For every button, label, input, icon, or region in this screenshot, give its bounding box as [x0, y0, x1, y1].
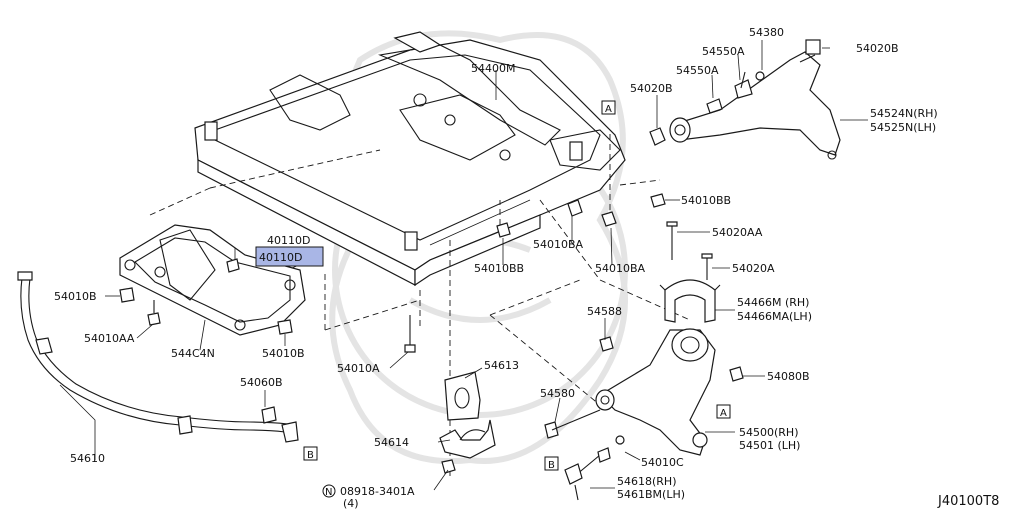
label-54010B-right: 54010B	[262, 347, 305, 360]
label-40110D-highlighted[interactable]: 40110D	[259, 251, 302, 264]
bolt-54580	[544, 409, 625, 445]
label-54525N: 54525N(LH)	[870, 121, 936, 134]
label-54550A-upper: 54550A	[702, 45, 745, 58]
label-54010A: 54010A	[337, 362, 380, 375]
label-08918-qty: (4)	[343, 497, 359, 510]
label-54466MA: 54466MA(LH)	[737, 310, 812, 323]
label-54588: 54588	[587, 305, 622, 318]
diagram-code: J40100T8	[937, 494, 999, 509]
label-54010BB-right: 54010BB	[681, 194, 731, 207]
label-54080B: 54080B	[767, 370, 810, 383]
label-5461BM: 5461BM(LH)	[617, 488, 685, 501]
ref-box-b-left	[303, 446, 318, 461]
label-54010BB-left: 54010BB	[474, 262, 524, 275]
callout-labels: 54400M 54380 54550A 54550A 54020B 54020B…	[54, 26, 938, 510]
label-40110D: 40110D	[267, 234, 310, 247]
label-54613: 54613	[484, 359, 519, 372]
stabilizer-link-54618	[564, 447, 611, 501]
label-54380: 54380	[749, 26, 784, 39]
bracket-54614	[439, 419, 496, 474]
label-54400M: 54400M	[471, 62, 515, 75]
stabilizer-bar-54610	[17, 271, 299, 443]
reference-markers: A A B B N	[303, 100, 731, 498]
highlight-40110D[interactable]	[255, 246, 324, 267]
label-54020B-top: 54020B	[856, 42, 899, 55]
ref-a-bottom: A	[720, 408, 727, 419]
ref-a-top: A	[605, 104, 612, 115]
ref-n: N	[325, 487, 332, 498]
left-fasteners	[119, 258, 416, 424]
bushing-54613	[444, 371, 481, 421]
leader-lines	[59, 40, 868, 491]
label-54010C: 54010C	[641, 456, 684, 469]
label-544C4N: 544C4N	[171, 347, 215, 360]
label-54550A-lower: 54550A	[676, 64, 719, 77]
clamp-54466M	[659, 279, 721, 323]
label-54010AA: 54010AA	[84, 332, 135, 345]
ref-b-right: B	[548, 460, 555, 471]
label-54524N: 54524N(RH)	[870, 107, 938, 120]
crossmember-54400M	[194, 31, 626, 287]
label-54010BA-right: 54010BA	[595, 262, 646, 275]
ref-circle-n	[322, 484, 336, 498]
lower-arm-54500	[595, 328, 716, 456]
right-fasteners	[496, 193, 744, 382]
label-54466M: 54466M (RH)	[737, 296, 809, 309]
label-54618: 54618(RH)	[617, 475, 677, 488]
label-54020A: 54020A	[732, 262, 775, 275]
label-54010B-left: 54010B	[54, 290, 97, 303]
ref-box-b-right	[544, 456, 559, 471]
upper-arm-54524N	[649, 39, 841, 160]
label-54610: 54610	[70, 452, 105, 465]
stiffener-544C4N	[119, 224, 306, 336]
label-54500: 54500(RH)	[739, 426, 799, 439]
ref-box-a-top	[601, 100, 616, 115]
label-54501: 54501 (LH)	[739, 439, 800, 452]
label-54020B-mid: 54020B	[630, 82, 673, 95]
label-08918: 08918-3401A	[340, 485, 415, 498]
label-54010BA-left: 54010BA	[533, 238, 584, 251]
label-54060B: 54060B	[240, 376, 283, 389]
ref-box-a-bottom	[716, 404, 731, 419]
label-54614: 54614	[374, 436, 409, 449]
upper-bolts	[706, 71, 765, 114]
label-54580: 54580	[540, 387, 575, 400]
ref-b-left: B	[307, 450, 314, 461]
label-54020AA: 54020AA	[712, 226, 763, 239]
